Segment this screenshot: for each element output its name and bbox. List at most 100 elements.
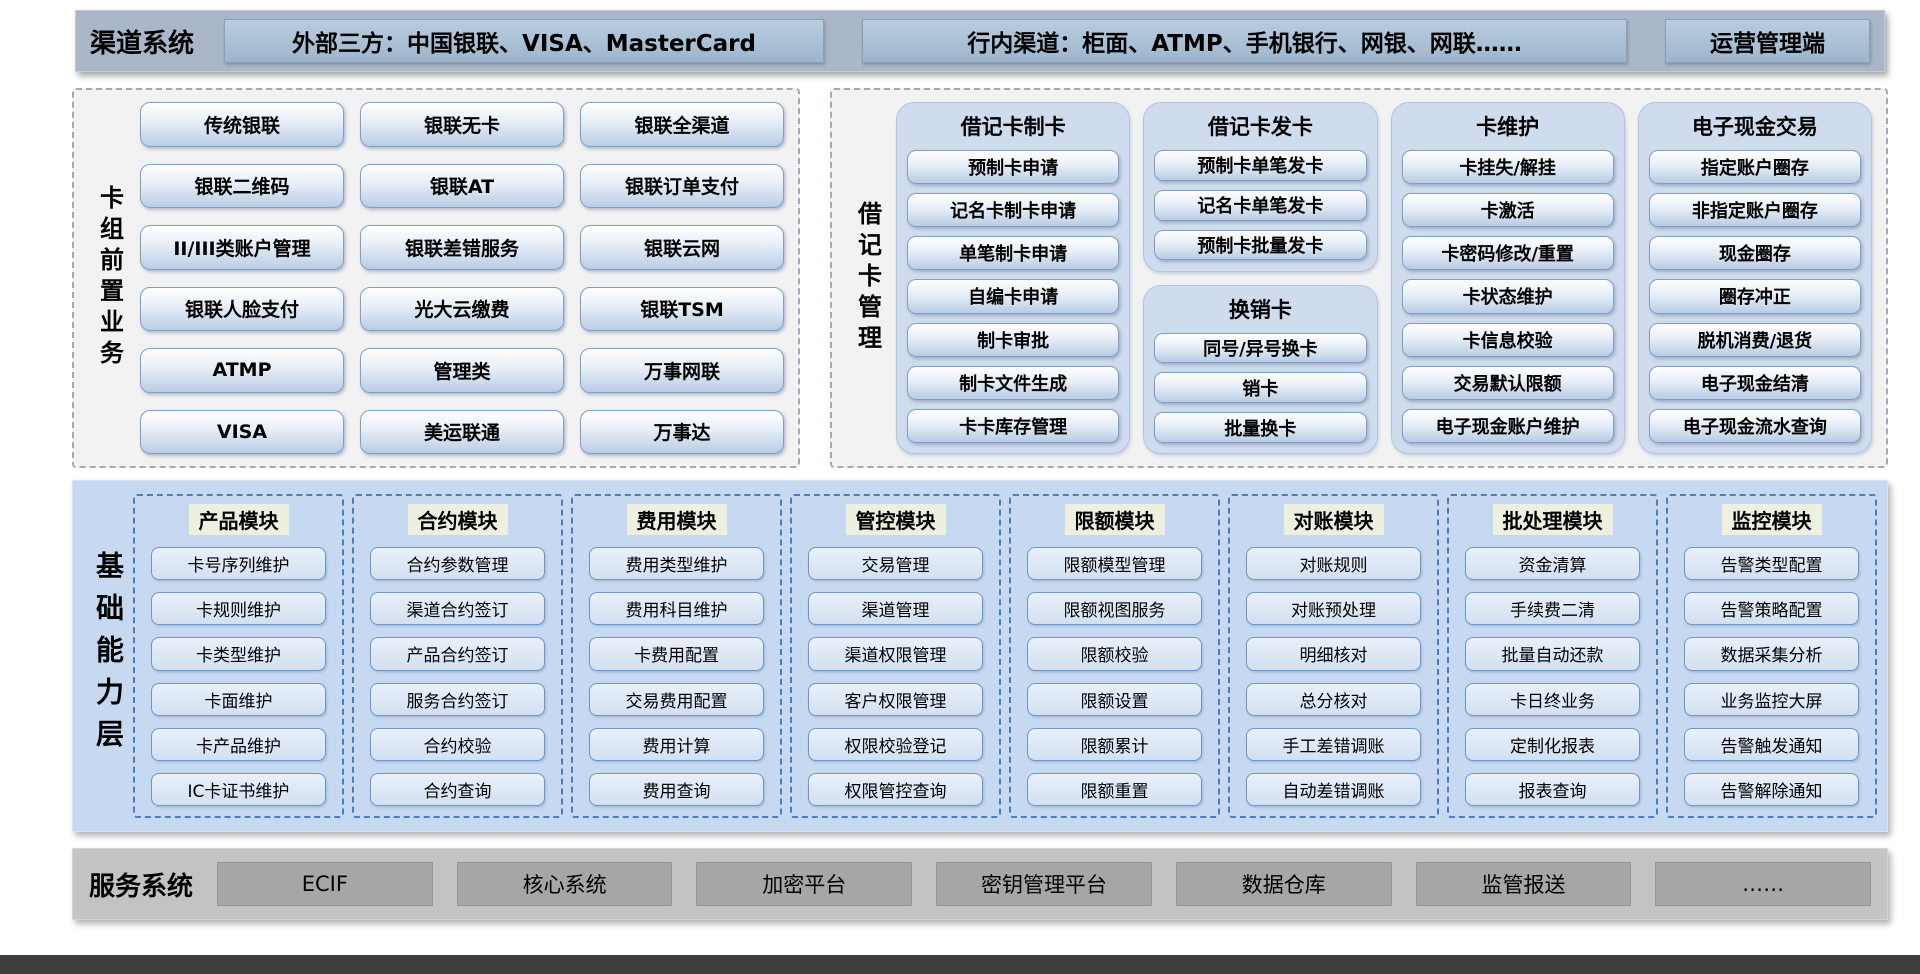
module-item: 明细核对 bbox=[1246, 637, 1421, 671]
debit-group-title: 换销卡 bbox=[1228, 297, 1292, 322]
debit-group-title: 卡维护 bbox=[1476, 115, 1540, 139]
module-item: 权限管控查询 bbox=[808, 772, 983, 807]
module-item: 渠道权限管理 bbox=[808, 637, 983, 671]
module-item: 卡面维护 bbox=[151, 682, 326, 716]
debit-group: 电子现金交易指定账户圈存非指定账户圈存现金圈存圈存冲正脱机消费/退货电子现金结清… bbox=[1637, 102, 1872, 454]
debit-item: 脱机消费/退货 bbox=[1648, 322, 1861, 357]
module-item: 限额视图服务 bbox=[1027, 592, 1202, 626]
debit-item: 卡密码修改/重置 bbox=[1401, 236, 1614, 271]
module-item: 合约参数管理 bbox=[370, 547, 545, 581]
debit-item: 销卡 bbox=[1154, 372, 1367, 404]
module-item: 限额设置 bbox=[1027, 682, 1202, 716]
debit-item: 卡信息校验 bbox=[1401, 322, 1614, 357]
module-item: 自动差错调账 bbox=[1246, 772, 1421, 807]
card-front-item: 管理类 bbox=[360, 348, 564, 393]
module-title: 费用模块 bbox=[626, 504, 727, 535]
module-item: 业务监控大屏 bbox=[1684, 682, 1859, 716]
module-item: 合约校验 bbox=[370, 727, 545, 761]
module-item: 限额重置 bbox=[1027, 772, 1202, 807]
debit-item: 预制卡批量发卡 bbox=[1154, 229, 1367, 261]
module-item: 手工差错调账 bbox=[1246, 727, 1421, 761]
module-item: 卡日终业务 bbox=[1465, 682, 1640, 716]
module-title: 批处理模块 bbox=[1492, 504, 1613, 535]
debit-item: 交易默认限额 bbox=[1401, 365, 1614, 400]
channel-button: 运营管理端 bbox=[1665, 19, 1870, 63]
module-item: 交易管理 bbox=[808, 547, 983, 581]
service-button: 密钥管理平台 bbox=[936, 862, 1152, 906]
debit-group-title: 借记卡发卡 bbox=[1207, 115, 1313, 139]
module: 限额模块限额模型管理限额视图服务限额校验限额设置限额累计限额重置 bbox=[1009, 494, 1220, 818]
channel-system-title: 渠道系统 bbox=[90, 28, 195, 59]
module-item: 卡号序列维护 bbox=[151, 547, 326, 581]
module-item: 客户权限管理 bbox=[808, 682, 983, 716]
module-item: 费用科目维护 bbox=[589, 592, 764, 626]
card-front-item: 银联无卡 bbox=[360, 102, 564, 147]
debit-columns: 借记卡制卡预制卡申请记名卡制卡申请单笔制卡申请自编卡申请制卡审批制卡文件生成卡卡… bbox=[890, 102, 1872, 454]
card-front-item: 银联差错服务 bbox=[360, 225, 564, 270]
card-front-item: 传统银联 bbox=[140, 102, 344, 147]
module-item: 报表查询 bbox=[1465, 772, 1640, 807]
debit-item: 现金圈存 bbox=[1648, 236, 1861, 271]
channel-button: 外部三方：中国银联、VISA、MasterCard bbox=[224, 19, 824, 63]
module-item: 总分核对 bbox=[1246, 682, 1421, 716]
card-front-item: VISA bbox=[140, 409, 344, 454]
service-button: 加密平台 bbox=[696, 862, 913, 906]
debit-group: 卡维护卡挂失/解挂卡激活卡密码修改/重置卡状态维护卡信息校验交易默认限额电子现金… bbox=[1390, 102, 1625, 454]
module-title: 对账模块 bbox=[1283, 504, 1384, 535]
module: 合约模块合约参数管理渠道合约签订产品合约签订服务合约签订合约校验合约查询 bbox=[352, 494, 563, 818]
channel-buttons: 外部三方：中国银联、VISA、MasterCard 行内渠道：柜面、ATMP、手机… bbox=[224, 11, 1870, 71]
module-item: 卡规则维护 bbox=[151, 592, 326, 626]
module-item: 卡费用配置 bbox=[589, 637, 764, 671]
module-item: 对账预处理 bbox=[1246, 592, 1421, 626]
base-capability-label: 基础能力层 bbox=[92, 551, 125, 761]
card-front-item: 银联全渠道 bbox=[580, 102, 784, 147]
debit-item: 电子现金流水查询 bbox=[1648, 408, 1861, 443]
module-item: 费用查询 bbox=[589, 772, 764, 807]
module-item: 资金清算 bbox=[1465, 547, 1640, 581]
module-title: 限额模块 bbox=[1064, 504, 1165, 535]
debit-column: 电子现金交易指定账户圈存非指定账户圈存现金圈存圈存冲正脱机消费/退货电子现金结清… bbox=[1637, 102, 1872, 454]
service-button: …… bbox=[1655, 862, 1872, 906]
module-item: 合约查询 bbox=[370, 772, 545, 807]
module-item: 费用计算 bbox=[589, 727, 764, 761]
module-item: IC卡证书维护 bbox=[151, 772, 326, 807]
debit-item: 制卡审批 bbox=[907, 322, 1120, 357]
debit-column: 借记卡制卡预制卡申请记名卡制卡申请单笔制卡申请自编卡申请制卡审批制卡文件生成卡卡… bbox=[896, 102, 1131, 454]
debit-item: 电子现金结清 bbox=[1648, 365, 1861, 400]
module-item: 手续费二清 bbox=[1465, 592, 1640, 626]
card-front-item: 万事网联 bbox=[580, 348, 784, 393]
channel-button: 行内渠道：柜面、ATMP、手机银行、网银、网联…… bbox=[862, 19, 1627, 63]
debit-item: 单笔制卡申请 bbox=[907, 236, 1120, 271]
card-front-item: ATMP bbox=[140, 348, 344, 393]
module-item: 产品合约签订 bbox=[370, 637, 545, 671]
debit-group-title: 电子现金交易 bbox=[1691, 115, 1818, 139]
module-title: 管控模块 bbox=[845, 504, 946, 535]
module-item: 定制化报表 bbox=[1465, 727, 1640, 761]
footer-strip bbox=[0, 955, 1920, 974]
module-item: 渠道合约签订 bbox=[370, 592, 545, 626]
card-front-item: 银联云网 bbox=[580, 225, 784, 270]
debit-item: 预制卡单笔发卡 bbox=[1154, 150, 1367, 181]
channel-system-bar: 渠道系统 外部三方：中国银联、VISA、MasterCard 行内渠道：柜面、AT… bbox=[75, 10, 1885, 72]
module: 监控模块告警类型配置告警策略配置数据采集分析业务监控大屏告警触发通知告警解除通知 bbox=[1666, 494, 1877, 818]
debit-item: 制卡文件生成 bbox=[907, 365, 1120, 400]
service-button: ECIF bbox=[217, 862, 433, 906]
card-front-item: 银联二维码 bbox=[140, 163, 344, 208]
card-front-item: 银联订单支付 bbox=[580, 163, 784, 208]
module-item: 渠道管理 bbox=[808, 592, 983, 626]
module-item: 对账规则 bbox=[1246, 547, 1421, 581]
module: 批处理模块资金清算手续费二清批量自动还款卡日终业务定制化报表报表查询 bbox=[1447, 494, 1658, 818]
debit-item: 圈存冲正 bbox=[1648, 279, 1861, 314]
module: 管控模块交易管理渠道管理渠道权限管理客户权限管理权限校验登记权限管控查询 bbox=[790, 494, 1001, 818]
module-item: 限额校验 bbox=[1027, 637, 1202, 671]
module-item: 告警触发通知 bbox=[1684, 727, 1859, 761]
module: 对账模块对账规则对账预处理明细核对总分核对手工差错调账自动差错调账 bbox=[1228, 494, 1439, 818]
debit-item: 卡激活 bbox=[1401, 193, 1614, 228]
service-button: 数据仓库 bbox=[1175, 862, 1392, 906]
module-item: 告警类型配置 bbox=[1684, 547, 1859, 581]
